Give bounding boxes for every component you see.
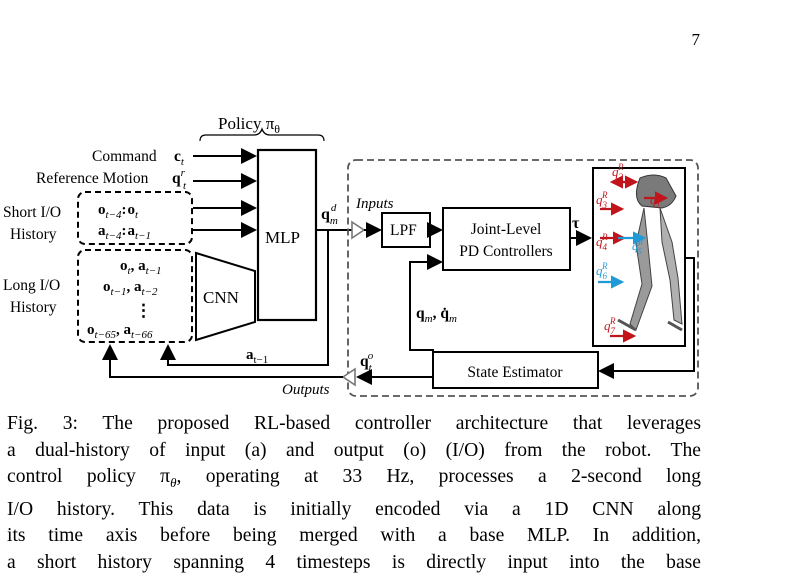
long-row-1: ot, at−1 xyxy=(120,258,162,277)
long-dots: ⋮ xyxy=(135,301,152,320)
pd-controllers-block xyxy=(442,207,571,271)
robot-sensor-path xyxy=(598,257,695,379)
caption-line-5: its time axis before being merged with a… xyxy=(7,525,701,547)
robot-region xyxy=(347,159,699,397)
policy-brace xyxy=(199,127,325,142)
action-feedback-label: at−1 xyxy=(246,347,268,366)
outputs-label: Outputs xyxy=(282,382,330,398)
caption-line-3: control policy πθ, operating at 33 Hz, p… xyxy=(7,466,701,491)
qo-label: qto xyxy=(360,350,374,374)
short-io-box xyxy=(77,191,193,245)
cnn-label: CNN xyxy=(203,288,239,307)
caption-line-1: Fig. 3: The proposed RL-based controller… xyxy=(7,413,701,434)
lpf-label: LPF xyxy=(390,222,417,239)
svg-text:q5R: q5R xyxy=(632,238,643,256)
svg-text:History: History xyxy=(10,299,57,316)
long-io-box xyxy=(77,249,193,343)
long-row-2: ot−1, at−2 xyxy=(103,279,158,298)
mlp-label: MLP xyxy=(265,228,300,247)
reference-symbol: qr xyxy=(172,167,186,187)
action-feedback-path xyxy=(160,230,329,366)
caption-line-2: a dual-history of input (a) and output (… xyxy=(7,439,701,461)
svg-text:q2R: q2R xyxy=(612,162,624,182)
state-estimator-block xyxy=(432,351,599,389)
lpf-block xyxy=(381,212,431,248)
svg-text:q3R: q3R xyxy=(596,190,608,210)
joint-state-feedback-path xyxy=(409,254,443,352)
figure-caption: Fig. 3: The proposed RL-based controller… xyxy=(7,411,701,576)
outputs-port xyxy=(341,367,356,387)
cnn-block xyxy=(195,251,256,342)
long-row-4: ot−65, at−66 xyxy=(87,322,153,341)
short-row-2: at−4:at−1 xyxy=(98,223,151,242)
inputs-port xyxy=(351,220,366,240)
svg-text:q7R: q7R xyxy=(604,316,616,336)
joint-state-label: qm, q̇m xyxy=(416,305,457,325)
svg-text:History: History xyxy=(10,226,57,243)
caption-line-4: I/O history. This data is initially enco… xyxy=(7,498,701,520)
svg-text:q1R: q1R xyxy=(650,192,661,210)
policy-label: Policy πθ xyxy=(218,114,280,136)
qm-desired-label: qmd xyxy=(321,202,338,227)
long-io-label: Long I/O xyxy=(3,277,60,294)
svg-text:t: t xyxy=(183,180,187,192)
tau-label: τ xyxy=(572,215,580,232)
inputs-label: Inputs xyxy=(355,196,394,212)
state-estimator-label: State Estimator xyxy=(467,364,563,381)
observation-feedback-path xyxy=(102,344,343,378)
page-number: 7 xyxy=(691,30,701,49)
svg-text:q6R: q6R xyxy=(596,261,608,281)
reference-motion-label: Reference Motion xyxy=(36,170,149,187)
pd-line-2: PD Controllers xyxy=(459,243,552,260)
svg-text:q4R: q4R xyxy=(596,232,608,252)
command-symbol: ct xyxy=(174,148,185,168)
caption-line-6: a short history spanning 4 timesteps is … xyxy=(7,551,701,573)
mlp-block xyxy=(256,148,318,322)
command-label: Command xyxy=(92,148,157,165)
short-row-1: ot−4:ot xyxy=(98,202,139,221)
short-io-label: Short I/O xyxy=(3,204,61,221)
controller-architecture-diagram: Policy πθ Command ct Reference Motion qr… xyxy=(3,114,699,398)
pd-line-1: Joint-Level xyxy=(471,221,542,238)
